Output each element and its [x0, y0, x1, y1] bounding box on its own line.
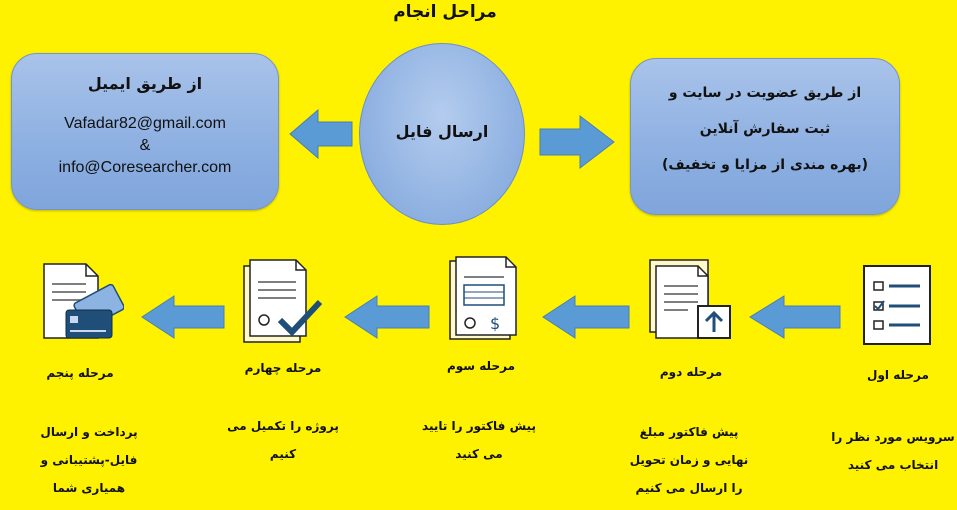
site-line-2: ثبت سفارش آنلاین: [699, 121, 831, 137]
ampersand: &: [139, 137, 151, 154]
step-3-description: پیش فاکتور را تایید می کنید: [422, 419, 536, 461]
document-upload-icon: [649, 259, 731, 339]
arrow-left-icon: [542, 295, 630, 339]
step-1-label: مرحله اول: [867, 368, 929, 382]
site-line-3: (بهره مندی از مزایا و تخفیف): [661, 157, 868, 173]
step-2-label: مرحله دوم: [659, 365, 723, 379]
arrow-left-icon: [141, 295, 225, 339]
step-4-label: مرحله چهارم: [244, 361, 322, 375]
site-method-box: از طریق عضویت در سایت و ثبت سفارش آنلاین…: [630, 58, 900, 215]
step-4-description: پروژه را تکمیل می کنیم: [227, 419, 339, 461]
email-method-box: از طریق ایمیل Vafadar82@gmail.com & info…: [11, 53, 279, 210]
page-title: مراحل انجام: [393, 2, 497, 22]
email-address-1: Vafadar82@gmail.com: [64, 115, 226, 132]
step-3-label: مرحله سوم: [446, 359, 515, 373]
site-line-1: از طریق عضویت در سایت و: [668, 85, 862, 101]
step-5-label: مرحله پنجم: [46, 366, 114, 380]
payment-card-icon: [43, 263, 124, 339]
invoice-icon: $: [449, 256, 517, 340]
send-file-label: ارسال فایل: [395, 122, 489, 141]
step-2-description: پیش فاکتور مبلغ نهایی و زمان تحویل را ار…: [629, 425, 749, 495]
checklist-icon: [863, 265, 931, 345]
arrow-left-icon: [344, 295, 430, 339]
email-heading: از طریق ایمیل: [87, 74, 203, 93]
arrow-right-icon: [539, 114, 615, 170]
step-5-description: پرداخت و ارسال فایل-پشتیبانی و همیاری شم…: [40, 425, 138, 495]
email-address-2: info@Coresearcher.com: [58, 159, 232, 176]
arrow-left-icon: [289, 108, 353, 160]
step-1-description: سرویس مورد نظر را انتخاب می کنید: [831, 430, 955, 472]
send-file-oval: ارسال فایل: [359, 43, 525, 225]
arrow-left-icon: [749, 295, 841, 339]
document-check-icon: [243, 259, 323, 343]
svg-text:$: $: [490, 314, 500, 333]
